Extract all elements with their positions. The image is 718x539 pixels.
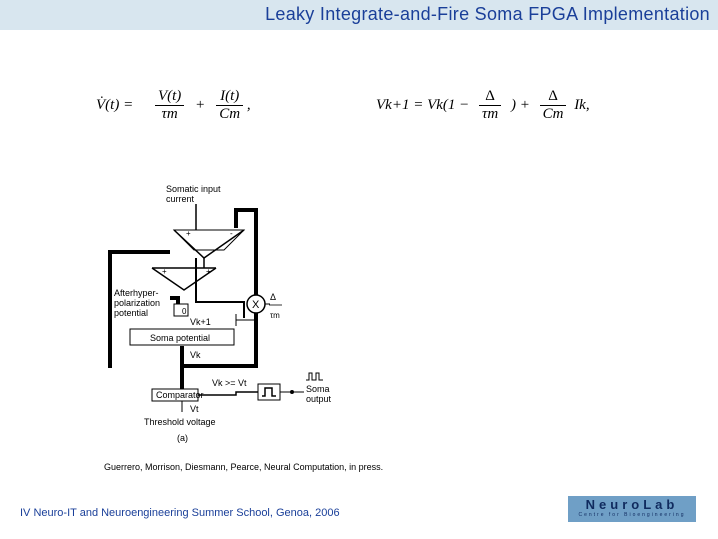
eq1-tail: , bbox=[246, 96, 251, 113]
eq1-num1: V(t) bbox=[154, 88, 185, 106]
soma-output-label-1: Soma bbox=[306, 384, 330, 394]
plus-top-left: + bbox=[186, 229, 191, 238]
eq2-fraction-1: Δ τm bbox=[479, 88, 502, 123]
output-node bbox=[290, 390, 294, 394]
pulse-icon bbox=[262, 387, 276, 397]
eq1-num2: I(t) bbox=[216, 88, 244, 106]
eq1-fraction-2: I(t) Cm bbox=[216, 88, 244, 123]
somatic-input-label-1: Somatic input bbox=[166, 184, 221, 194]
soma-output-label-2: output bbox=[306, 394, 332, 404]
eq1-den2: Cm bbox=[219, 106, 241, 122]
vk1-label: Vk+1 bbox=[190, 317, 211, 327]
figure-label-a: (a) bbox=[177, 433, 188, 443]
plus-bottom-right: + bbox=[206, 267, 211, 276]
header-bar: Leaky Integrate-and-Fire Soma FPGA Imple… bbox=[0, 0, 718, 30]
soma-potential-box bbox=[129, 328, 235, 346]
condition-label: Vk >= Vt bbox=[212, 378, 247, 388]
afterhyper-label-2: polarization bbox=[114, 298, 160, 308]
mult-wire bbox=[195, 258, 245, 318]
comparator-label: Comparator bbox=[156, 390, 204, 400]
eq2-lhs: Vk+1 = Vk(1 − bbox=[376, 96, 470, 113]
eq2-num2: Δ bbox=[539, 88, 567, 106]
afterhyper-wire bbox=[170, 296, 180, 306]
eq1-lhs: V̇(t) = bbox=[96, 96, 134, 113]
delta-label: Δ bbox=[270, 292, 276, 302]
citation-caption: Guerrero, Morrison, Diesmann, Pearce, Ne… bbox=[104, 462, 384, 472]
adder-bottom-shape bbox=[151, 267, 217, 291]
spike-train-icon bbox=[306, 372, 323, 381]
eq2-mid: ) + bbox=[510, 96, 530, 113]
plus-bottom-left: + bbox=[162, 267, 167, 276]
eq2-den2: Cm bbox=[542, 106, 564, 122]
tau-label: τm bbox=[270, 311, 280, 320]
equation-continuous: V̇(t) = V(t) τm + I(t) Cm , bbox=[96, 88, 251, 123]
afterhyper-label-1: Afterhyper- bbox=[114, 288, 159, 298]
pulse-gen-box bbox=[257, 383, 281, 401]
footer-text: IV Neuro-IT and Neuroengineering Summer … bbox=[20, 507, 340, 519]
delay-block bbox=[173, 303, 189, 317]
eq2-fraction-2: Δ Cm bbox=[539, 88, 567, 123]
outer-feedback-wire bbox=[108, 250, 170, 368]
afterhyper-label-3: potential bbox=[114, 308, 148, 318]
threshold-label: Threshold voltage bbox=[144, 417, 216, 427]
somatic-input-label-2: current bbox=[166, 194, 195, 204]
eq2-den1: τm bbox=[482, 106, 499, 122]
eq2-tail: Ik, bbox=[574, 96, 590, 113]
soma-potential-label: Soma potential bbox=[150, 333, 210, 343]
adder-top bbox=[172, 229, 246, 251]
slide-title: Leaky Integrate-and-Fire Soma FPGA Imple… bbox=[265, 4, 710, 24]
eq1-den1: τm bbox=[161, 106, 178, 122]
delay-label: 0 bbox=[182, 307, 187, 316]
right-feedback-wire bbox=[182, 208, 258, 368]
neurolab-logo: NeuroLab Centre for Bioengineering bbox=[568, 496, 696, 522]
eq1-plus: + bbox=[196, 96, 205, 113]
vk-label: Vk bbox=[190, 350, 201, 360]
equation-discrete: Vk+1 = Vk(1 − Δ τm ) + Δ Cm Ik, bbox=[376, 88, 590, 123]
minus-top-right: - bbox=[230, 229, 233, 238]
comparator-out-wire bbox=[198, 391, 258, 396]
eq1-fraction-1: V(t) τm bbox=[154, 88, 185, 123]
logo-subtitle: Centre for Bioengineering bbox=[578, 512, 686, 518]
logo-name: NeuroLab bbox=[585, 497, 679, 512]
eq2-num1: Δ bbox=[479, 88, 502, 106]
multiplier-label: X bbox=[252, 299, 260, 311]
vt-label: Vt bbox=[190, 404, 199, 414]
